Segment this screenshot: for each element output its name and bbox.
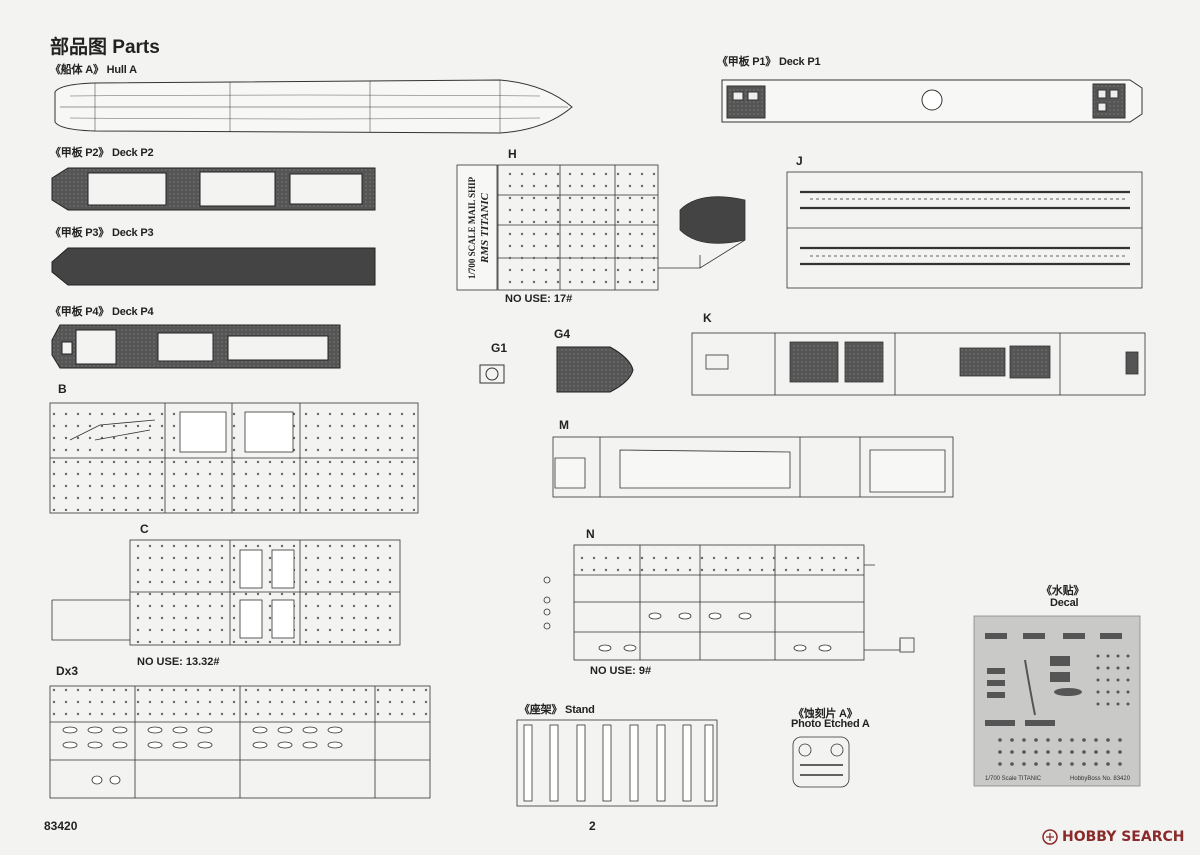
sprue-g4-label: G4 <box>554 327 571 341</box>
hull-a <box>54 79 573 134</box>
sprue-c <box>51 539 401 646</box>
product-code: 83420 <box>44 819 78 833</box>
stand-label: 《座架》 Stand <box>519 704 595 716</box>
part-g1 <box>479 364 505 384</box>
decal-footer-left: 1/700 Scale TITANIC <box>985 776 1042 782</box>
sprue-j <box>786 171 1143 289</box>
photo-etched-title: 《蚀刻片 A》 <box>793 708 858 720</box>
deck-p2 <box>51 167 376 211</box>
decal-footer-right: HobbyBoss No. 83420 <box>1070 776 1131 782</box>
sprue-h-plate-line2: RMS TITANIC <box>479 192 491 264</box>
hobby-search-logo-icon <box>1042 829 1058 845</box>
deck-p4-label: 《甲板 P4》 Deck P4 <box>50 306 154 318</box>
sprue-dx3-label: Dx3 <box>56 664 79 678</box>
part-g4 <box>556 346 634 393</box>
deck-p1-label: 《甲板 P1》 Deck P1 <box>717 56 821 68</box>
sprue-n <box>543 544 915 661</box>
sprue-g1-label: G1 <box>491 341 508 355</box>
decal-subtitle: Decal <box>1050 597 1079 609</box>
sprue-h <box>456 164 746 291</box>
sprue-k-label: K <box>703 311 712 325</box>
sprue-c-label: C <box>140 522 149 536</box>
page-number: 2 <box>589 819 596 833</box>
photo-etched-a <box>792 736 850 788</box>
decal-sheet <box>973 615 1141 787</box>
sprue-m <box>552 436 954 498</box>
sprue-h-no-use-note: NO USE: 17# <box>505 293 573 305</box>
deck-p3 <box>51 247 376 286</box>
deck-p1 <box>721 79 1143 123</box>
sprue-n-label: N <box>586 527 595 541</box>
stand <box>516 719 718 807</box>
sprue-h-label: H <box>508 147 517 161</box>
decal-title: 《水贴》 <box>1041 585 1085 597</box>
sprue-n-no-use-note: NO USE: 9# <box>590 665 652 677</box>
photo-etched-subtitle: Photo Etched A <box>791 718 870 730</box>
sprue-b <box>49 402 419 514</box>
sprue-k <box>691 332 1146 396</box>
sprue-b-label: B <box>58 382 67 396</box>
sprue-c-no-use-note: NO USE: 13.32# <box>137 656 220 668</box>
page-title: 部品图 Parts <box>50 37 160 58</box>
deck-p2-label: 《甲板 P2》 Deck P2 <box>50 147 154 159</box>
sprue-m-label: M <box>559 418 569 432</box>
sprue-h-plate-line1: 1/700 SCALE MAIL SHIP <box>467 176 477 279</box>
deck-p4 <box>51 324 341 369</box>
watermark-text: HOBBY SEARCH <box>1062 829 1185 845</box>
hull-a-label: 《船体 A》 Hull A <box>50 64 137 76</box>
deck-p3-label: 《甲板 P3》 Deck P3 <box>50 227 154 239</box>
sprue-dx3 <box>49 685 431 799</box>
sprue-j-label: J <box>796 154 803 168</box>
